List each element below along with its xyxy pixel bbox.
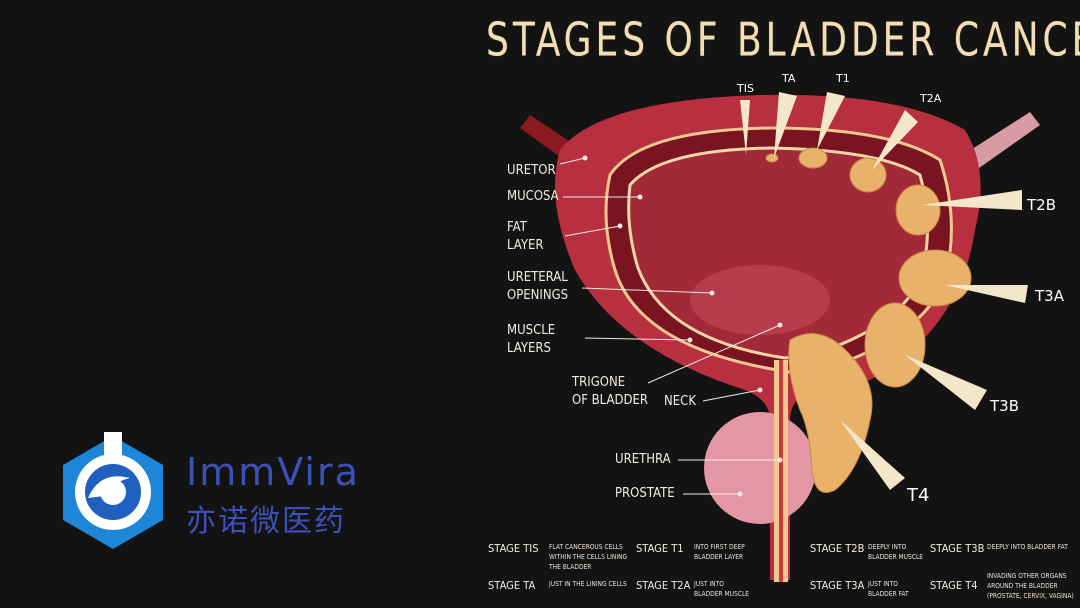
legend-stage-t2b: STAGE T2B [810, 542, 865, 555]
tumors [765, 147, 972, 493]
label-t3b: T3B [990, 397, 1019, 415]
label-t1: T1 [836, 72, 850, 85]
logo-name: ImmVira [186, 450, 360, 494]
legend-stage-t3a: STAGE T3A [810, 579, 865, 592]
label-t4: T4 [907, 485, 930, 506]
label-ta: TA [782, 72, 796, 85]
label-prostate: PROSTATE [615, 486, 675, 501]
label-urethra: URETHRA [615, 452, 671, 467]
legend-stage-ta: STAGE TA [488, 579, 536, 592]
legend-stage-t4: STAGE T4 [930, 579, 978, 592]
label-t2a: T2A [920, 92, 942, 105]
prostate [704, 412, 816, 524]
label-tis: TIS [737, 82, 754, 95]
label-uretor: URETOR [507, 163, 556, 178]
immvira-logo-icon [63, 432, 163, 549]
label-neck: NECK [664, 394, 696, 409]
trigone [690, 265, 830, 335]
label-t3a: T3A [1035, 287, 1064, 305]
legend-desc-t3b: DEEPLY INTO BLADDER FAT [987, 543, 1068, 551]
label-mucosa: MUCOSA [507, 189, 559, 204]
leader-lines [559, 155, 783, 497]
legend-desc-ta: JUST IN THE LINING CELLS [549, 580, 627, 588]
legend-stage-t1: STAGE T1 [636, 542, 684, 555]
stage-arrows [740, 92, 1028, 490]
legend-stage-t3b: STAGE T3B [930, 542, 985, 555]
legend-stage-t2a: STAGE T2A [636, 579, 691, 592]
legend-stage-tis: STAGE TIS [488, 542, 539, 555]
label-t2b: T2B [1027, 196, 1056, 214]
logo-chinese-name: 亦诺微医药 [186, 504, 346, 539]
page-title: STAGES OF BLADDER CANCER [486, 14, 1080, 67]
